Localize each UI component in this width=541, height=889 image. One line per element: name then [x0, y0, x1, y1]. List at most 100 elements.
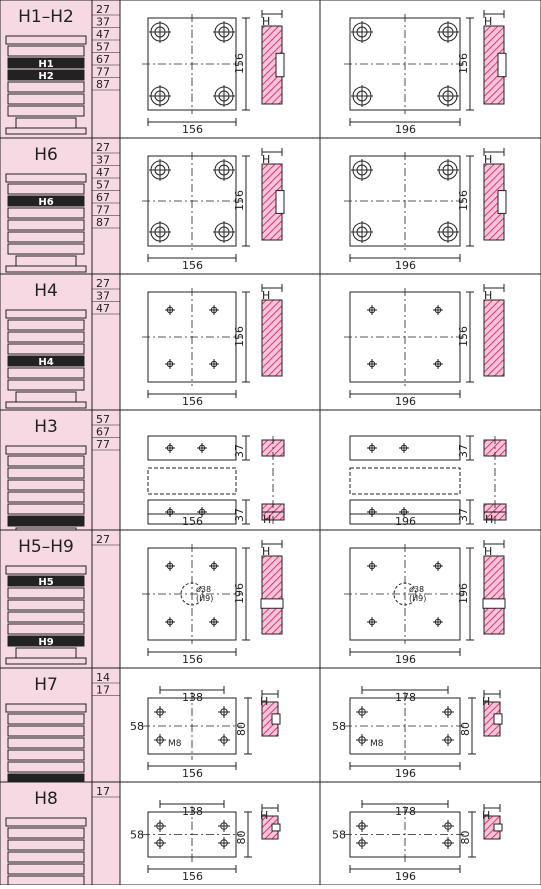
mold-plate — [7, 491, 85, 503]
dimension-label: H — [485, 513, 493, 526]
thickness-value: 47 — [96, 166, 110, 179]
thickness-cell — [91, 0, 121, 139]
dimension-label: 196 — [457, 583, 470, 604]
section-view-156: H — [260, 540, 284, 635]
mold-plate-top — [5, 445, 87, 455]
plate-upper — [147, 435, 237, 461]
mold-plate — [7, 749, 85, 761]
mold-stack-icon — [5, 173, 87, 273]
dimension-label: 196 — [395, 870, 416, 883]
plate-upper — [349, 435, 461, 461]
section-body — [483, 555, 505, 635]
dimension-label: 156 — [457, 190, 470, 211]
section-view-196: H — [483, 436, 507, 526]
mold-plate — [7, 355, 85, 367]
section-view-196: H — [483, 284, 505, 377]
dimension-label: M8 — [168, 739, 182, 749]
dimension-label: H — [262, 15, 270, 28]
dimension-label: 156 — [182, 767, 203, 780]
mold-plate — [7, 105, 85, 117]
dimension-label: H — [262, 545, 270, 558]
mold-plate — [7, 761, 85, 773]
dimension-label: 80 — [459, 831, 472, 845]
row-title: H4 — [34, 281, 58, 301]
section-view-156: H — [261, 10, 285, 105]
drawing-cell-156 — [119, 529, 321, 669]
dimension-label: 156 — [182, 870, 203, 883]
mold-plate-top — [5, 35, 87, 45]
dimension-label: 156 — [182, 123, 203, 136]
mold-stack-icon — [5, 35, 87, 135]
dimension-label: 156 — [233, 53, 246, 74]
mold-plate — [7, 503, 85, 515]
dimension-label: (H9) — [409, 594, 426, 603]
mold-plate-label: H1 — [38, 59, 53, 70]
mold-plate-label: H2 — [38, 71, 53, 82]
mold-plate — [7, 863, 85, 875]
mold-plate-top — [5, 173, 87, 183]
mold-plate — [7, 81, 85, 93]
plate-section — [482, 555, 506, 635]
dimension-label: 156 — [182, 515, 203, 528]
mold-plate — [7, 851, 85, 863]
mold-plate — [7, 575, 85, 587]
thickness-value: 47 — [96, 302, 110, 315]
drawing-cell-156 — [119, 781, 321, 886]
plate-section — [260, 555, 284, 635]
dimension-label: H — [482, 695, 490, 708]
mold-stack-icon — [5, 309, 87, 409]
dimension-label: 196 — [395, 515, 416, 528]
thickness-value: 14 — [96, 671, 110, 684]
mold-plate — [7, 183, 85, 195]
dimension-label: 156 — [182, 259, 203, 272]
mold-plate — [7, 587, 85, 599]
dimension-label: H — [484, 15, 492, 28]
plate-section — [483, 163, 507, 241]
drawing-cell-156 — [119, 137, 321, 275]
plate-middle — [147, 467, 237, 495]
thickness-value: 77 — [96, 204, 110, 217]
dimension-label: 138 — [182, 805, 203, 818]
mold-plate — [7, 379, 85, 391]
dimension-label: H — [260, 695, 268, 708]
dimension-label: H — [484, 153, 492, 166]
row-title: H3 — [34, 417, 58, 437]
dimension-label: 37 — [233, 508, 246, 522]
dimension-label: ø38 — [196, 585, 211, 594]
mold-plate — [7, 635, 85, 647]
dimension-label: 156 — [233, 190, 246, 211]
drawing-cell-156 — [119, 273, 321, 411]
mold-base — [5, 657, 87, 665]
drawing-cell-196 — [319, 781, 541, 886]
mold-plate — [7, 623, 85, 635]
mold-plate-label: H5 — [38, 577, 53, 588]
mold-plate — [7, 93, 85, 105]
section-view-156: H — [260, 690, 281, 737]
drawing-cell-156 — [119, 667, 321, 783]
dimension-label: 80 — [235, 831, 248, 845]
dimension-label: H — [260, 809, 268, 822]
mold-plate — [7, 343, 85, 355]
section-notch — [497, 190, 507, 214]
mold-plate — [7, 367, 85, 379]
mold-plate — [7, 69, 85, 81]
mold-plate-label: H4 — [38, 357, 53, 368]
drawing-cell-196 — [319, 409, 541, 531]
dimension-label: (H9) — [196, 594, 213, 603]
section-body — [261, 555, 283, 635]
plan-view-156: 156 156 — [142, 152, 250, 272]
dimension-label: H — [482, 809, 490, 822]
dimension-label: 178 — [395, 805, 416, 818]
thickness-value: 37 — [96, 290, 110, 303]
section-view-196: H — [482, 540, 506, 635]
mold-plate — [7, 231, 85, 243]
section-view-156: H — [260, 804, 281, 840]
mold-plate — [7, 57, 85, 69]
